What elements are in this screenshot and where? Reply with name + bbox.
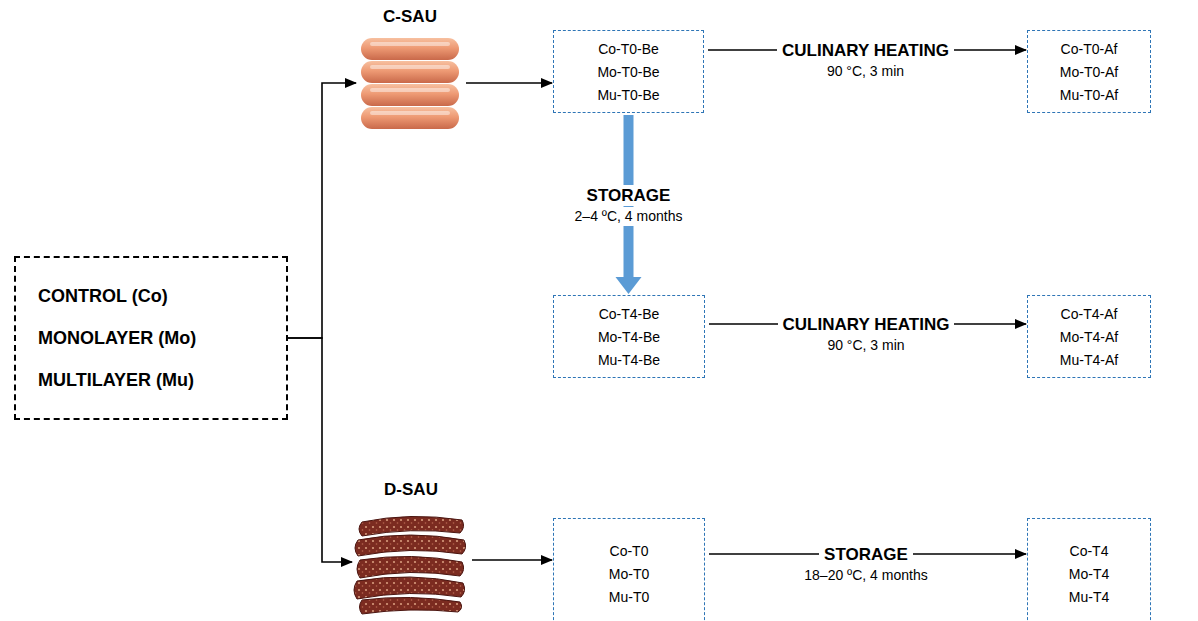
cooked-sausages xyxy=(361,38,459,129)
sample-code: Mu-T0-Af xyxy=(1060,85,1118,105)
step-condition: 2–4 ºC, 4 months xyxy=(570,207,688,226)
sample-code: Co-T0 xyxy=(610,541,649,561)
sample-code: Mu-T4-Be xyxy=(598,350,660,370)
group-name: MONOLAYER (Mo) xyxy=(38,327,196,349)
picture-heading: D-SAU xyxy=(384,480,438,500)
flow-arrow xyxy=(472,560,552,561)
flow-arrow xyxy=(288,338,352,562)
sample-code: Mo-T4-Af xyxy=(1060,327,1118,347)
sample-code: Mo-T4 xyxy=(1069,564,1109,584)
step-label: CULINARY HEATING xyxy=(777,40,954,61)
cooked-sausage-picture: C-SAU xyxy=(358,35,462,131)
flow-line xyxy=(288,338,352,562)
sample-code: Mu-T4-Af xyxy=(1060,350,1118,370)
group-name: CONTROL (Co) xyxy=(38,285,168,307)
sample-box: Co-T4Mo-T4Mu-T4 xyxy=(1027,518,1151,621)
sample-code: Mo-T0 xyxy=(609,564,649,584)
group-name: MULTILAYER (Mu) xyxy=(38,369,194,391)
flow-line xyxy=(472,559,552,561)
sample-box: Co-T4-AfMo-T4-AfMu-T4-Af xyxy=(1027,295,1151,378)
sample-code: Mu-T4 xyxy=(1069,587,1109,607)
sample-code: Co-T0-Af xyxy=(1061,39,1118,59)
sample-code: Co-T4 xyxy=(1070,541,1109,561)
flow-line xyxy=(288,83,356,338)
step-label: CULINARY HEATING xyxy=(778,314,955,335)
sample-box: Co-T0-AfMo-T0-AfMu-T0-Af xyxy=(1027,30,1151,113)
sample-code: Co-T4-Af xyxy=(1061,304,1118,324)
sample-code: Mu-T0-Be xyxy=(597,85,659,105)
flow-line xyxy=(466,82,552,84)
flow-arrow xyxy=(288,83,356,338)
sample-code: Mo-T0-Af xyxy=(1060,62,1118,82)
sample-box: Co-T0Mo-T0Mu-T0 xyxy=(553,518,705,621)
sample-code: Co-T0-Be xyxy=(598,39,659,59)
flow-arrow xyxy=(466,83,552,84)
sample-code: Co-T4-Be xyxy=(599,304,660,324)
dry-sausages xyxy=(354,516,466,614)
sample-box: Co-T4-BeMo-T4-BeMu-T4-Be xyxy=(553,295,705,378)
storage-arrow-head xyxy=(616,277,642,294)
picture-heading: C-SAU xyxy=(383,7,437,27)
sample-code: Mo-T4-Be xyxy=(598,327,660,347)
treatment-group-box: CONTROL (Co) MONOLAYER (Mo) MULTILAYER (Mu… xyxy=(14,256,288,420)
step-condition: 90 °C, 3 min xyxy=(822,62,909,81)
step-condition: 90 °C, 3 min xyxy=(822,336,909,355)
step-condition: 18–20 ºC, 4 months xyxy=(799,566,932,585)
sample-box: Co-T0-BeMo-T0-BeMu-T0-Be xyxy=(553,30,704,113)
step-label: STORAGE xyxy=(582,185,676,206)
step-label: STORAGE xyxy=(819,544,913,565)
sample-code: Mu-T0 xyxy=(609,587,649,607)
sample-code: Mo-T0-Be xyxy=(597,62,659,82)
dry-sausage-picture: D-SAU xyxy=(354,508,468,616)
